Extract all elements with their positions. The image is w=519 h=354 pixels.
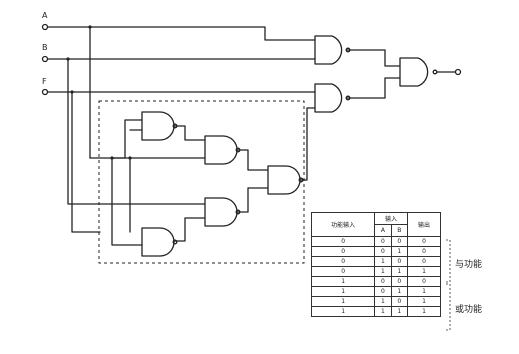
junction-dot — [66, 57, 70, 61]
nand-bubble-lower — [345, 95, 351, 101]
input-b-terminal — [41, 55, 49, 63]
wire-g5-out — [299, 107, 316, 181]
nand-bubble-5 — [298, 177, 304, 183]
wire-g4-out — [173, 217, 206, 242]
input-label-f: F — [42, 77, 47, 86]
wire-g4-in — [111, 157, 143, 246]
nand-bubble-3 — [235, 209, 241, 215]
nand-bubble-upper — [345, 47, 351, 53]
wire-a — [47, 26, 316, 41]
junction-dot — [88, 25, 92, 29]
and-gate-3 — [204, 197, 238, 227]
nand-bubble-2 — [235, 147, 241, 153]
and-gate-2 — [204, 135, 238, 165]
nand-bubble-output — [432, 69, 438, 75]
header-inputs: 输入 — [374, 212, 409, 225]
side-label-and-function: 与功能 — [455, 260, 483, 270]
wire-lower-and-out — [346, 77, 401, 99]
wire-g2-out — [236, 149, 269, 171]
junction-dot — [128, 156, 132, 160]
nand-bubble-4 — [172, 239, 178, 245]
bracket-and-function — [446, 239, 451, 283]
input-label-a: A — [42, 11, 48, 20]
header-a: A — [374, 224, 392, 237]
dashed-module-boundary — [98, 100, 305, 264]
header-output: 输出 — [407, 212, 441, 237]
and-gate-1 — [141, 111, 175, 141]
input-a-terminal — [41, 23, 49, 31]
side-label-or-function: 或功能 — [455, 305, 483, 315]
nand-bubble-1 — [172, 123, 178, 129]
wire-g1-out — [173, 125, 206, 141]
input-label-b: B — [42, 43, 48, 52]
wire-b-branch — [67, 58, 206, 205]
bracket-or-function — [446, 283, 451, 331]
and-gate-5 — [267, 165, 301, 195]
header-b: B — [390, 224, 409, 237]
wire-upper-and-out — [346, 49, 401, 67]
and-gate-upper — [314, 35, 343, 65]
wire-g3-out — [236, 187, 269, 213]
output-terminal — [454, 68, 462, 76]
and-gate-lower — [314, 83, 343, 113]
input-f-terminal — [41, 88, 49, 96]
junction-dot — [70, 90, 74, 94]
wire-g1-feedback — [124, 119, 143, 159]
header-function-input: 功能输入 — [310, 212, 376, 237]
wire-f-branch — [71, 91, 101, 233]
and-gate-output — [399, 57, 429, 87]
and-gate-4 — [141, 227, 175, 257]
junction-dot — [110, 156, 114, 160]
